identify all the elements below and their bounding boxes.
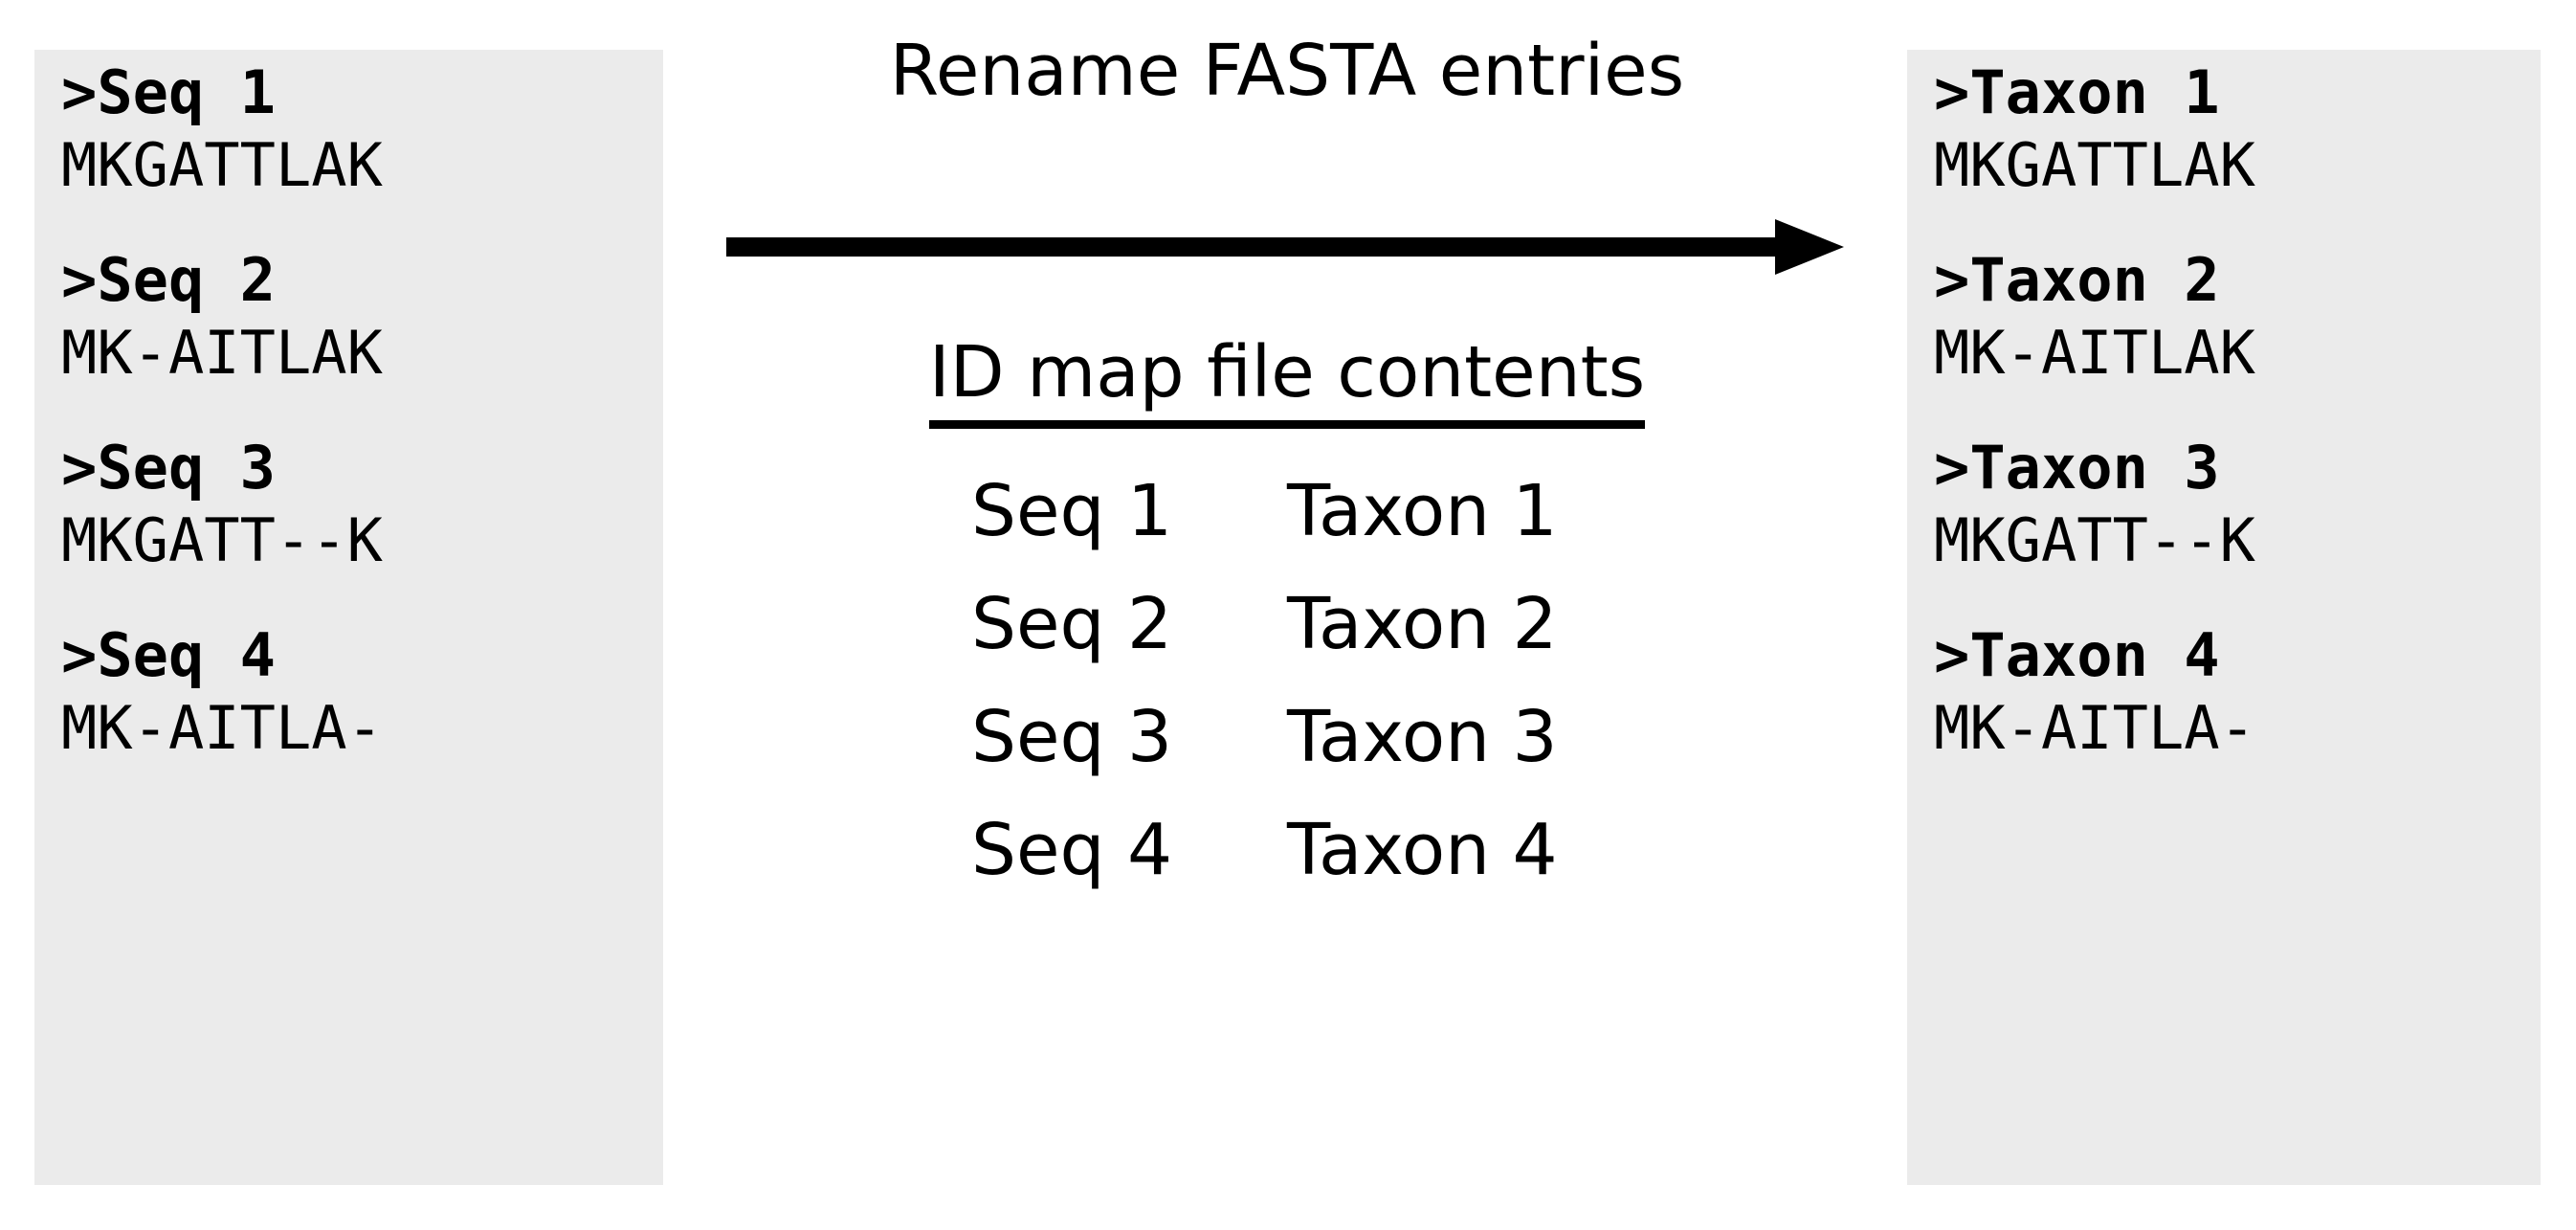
arrow-label: Rename FASTA entries bbox=[889, 30, 1685, 112]
fasta-sequence: MKGATT--K bbox=[61, 505, 383, 575]
fasta-header: >Seq 4 bbox=[61, 620, 276, 690]
fasta-entry: >Seq 3 MKGATT--K bbox=[61, 433, 663, 578]
fasta-sequence: MKGATT--K bbox=[1934, 505, 2255, 575]
id-map-old-id: Seq 3 bbox=[971, 696, 1173, 778]
id-map-old-id: Seq 4 bbox=[971, 809, 1173, 891]
id-map-title: ID map file contents bbox=[670, 330, 1904, 429]
output-fasta-panel: >Taxon 1 MKGATTLAK >Taxon 2 MK-AITLAK >T… bbox=[1907, 50, 2541, 1185]
id-map-old-id: Seq 2 bbox=[971, 583, 1173, 665]
fasta-entry: >Taxon 4 MK-AITLA- bbox=[1934, 620, 2541, 766]
fasta-header: >Seq 3 bbox=[61, 433, 276, 503]
id-map-new-id: Taxon 4 bbox=[1287, 809, 1558, 891]
fasta-entry: >Taxon 2 MK-AITLAK bbox=[1934, 245, 2541, 391]
rightward-arrow-icon bbox=[722, 215, 1847, 279]
id-map-new-id: Taxon 1 bbox=[1287, 470, 1558, 552]
id-map-table: Seq 1 Taxon 1 Seq 2 Taxon 2 Seq 3 Taxon … bbox=[670, 469, 1904, 921]
fasta-header: >Seq 2 bbox=[61, 245, 276, 315]
fasta-sequence: MKGATTLAK bbox=[1934, 130, 2255, 200]
id-map-title-text: ID map file contents bbox=[928, 330, 1646, 429]
fasta-entry: >Seq 2 MK-AITLAK bbox=[61, 245, 663, 391]
fasta-sequence: MK-AITLA- bbox=[1934, 693, 2255, 763]
fasta-sequence: MK-AITLA- bbox=[61, 693, 383, 763]
id-map-new-id: Taxon 2 bbox=[1287, 583, 1558, 665]
fasta-sequence: MKGATTLAK bbox=[61, 130, 383, 200]
fasta-entry: >Seq 4 MK-AITLA- bbox=[61, 620, 663, 766]
fasta-entry: >Taxon 1 MKGATTLAK bbox=[1934, 57, 2541, 203]
fasta-header: >Seq 1 bbox=[61, 57, 276, 127]
fasta-header: >Taxon 3 bbox=[1934, 433, 2220, 503]
id-map-new-id: Taxon 3 bbox=[1287, 696, 1558, 778]
fasta-header: >Taxon 4 bbox=[1934, 620, 2220, 690]
id-map-row: Seq 3 Taxon 3 bbox=[670, 695, 1904, 808]
fasta-entry: >Taxon 3 MKGATT--K bbox=[1934, 433, 2541, 578]
id-map-row: Seq 2 Taxon 2 bbox=[670, 582, 1904, 695]
input-fasta-entry-list: >Seq 1 MKGATTLAK >Seq 2 MK-AITLAK >Seq 3… bbox=[61, 57, 663, 766]
id-map-row: Seq 4 Taxon 4 bbox=[670, 808, 1904, 921]
input-fasta-panel: >Seq 1 MKGATTLAK >Seq 2 MK-AITLAK >Seq 3… bbox=[34, 50, 663, 1185]
fasta-sequence: MK-AITLAK bbox=[61, 318, 383, 388]
id-map-old-id: Seq 1 bbox=[971, 470, 1173, 552]
fasta-header: >Taxon 2 bbox=[1934, 245, 2220, 315]
fasta-entry: >Seq 1 MKGATTLAK bbox=[61, 57, 663, 203]
output-fasta-entry-list: >Taxon 1 MKGATTLAK >Taxon 2 MK-AITLAK >T… bbox=[1934, 57, 2541, 766]
transformation-column: Rename FASTA entries ID map file content… bbox=[670, 0, 1904, 1230]
fasta-sequence: MK-AITLAK bbox=[1934, 318, 2255, 388]
fasta-header: >Taxon 1 bbox=[1934, 57, 2220, 127]
id-map-row: Seq 1 Taxon 1 bbox=[670, 469, 1904, 582]
